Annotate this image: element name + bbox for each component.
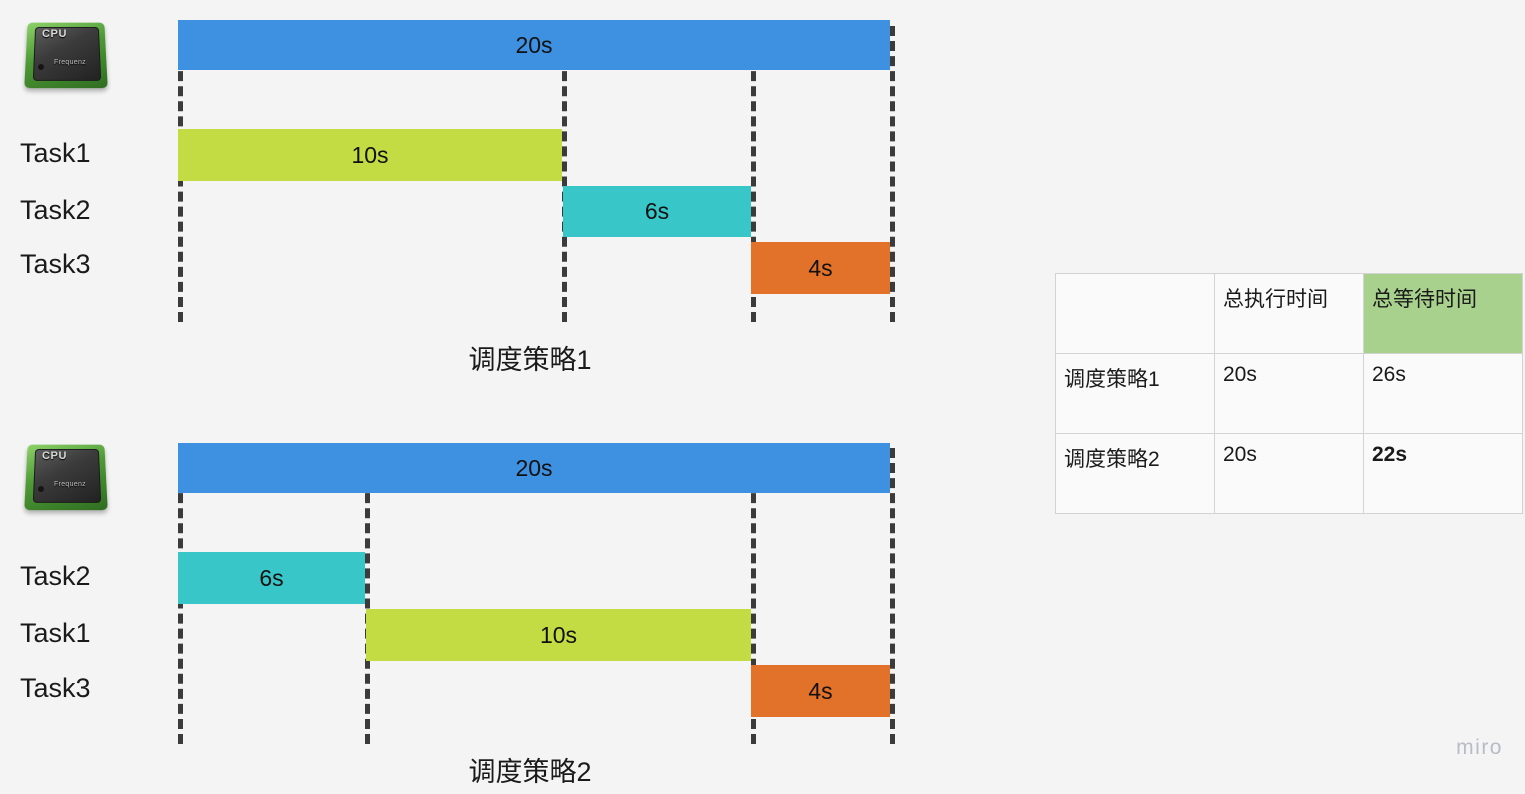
task-bar-task1: 10s bbox=[178, 129, 562, 181]
cpu-bar-label: 20s bbox=[515, 454, 553, 481]
row-label-task1: Task1 bbox=[20, 618, 91, 648]
diagram-caption-policy-1: 调度策略1 bbox=[468, 345, 592, 375]
task-bar-label-task1: 10s bbox=[351, 141, 389, 168]
task-bar-task2: 6s bbox=[178, 552, 365, 604]
table-header-cell-blank bbox=[1055, 273, 1215, 354]
table-cell-policy-name: 调度策略2 bbox=[1055, 433, 1215, 514]
row-label-task3: Task3 bbox=[20, 249, 91, 279]
table-cell-total-execution-time: 20s bbox=[1214, 433, 1364, 514]
task-bar-label-task1: 10s bbox=[539, 621, 578, 648]
task-bar-label-task3: 4s bbox=[808, 677, 833, 704]
table-cell-total-waiting-time: 22s bbox=[1363, 433, 1523, 514]
task-bar-label-task2: 6s bbox=[644, 198, 670, 224]
cpu-chip-notch bbox=[38, 64, 44, 70]
gridline-t20 bbox=[890, 26, 895, 322]
task-bar-label-task2: 6s bbox=[259, 564, 284, 591]
table-row: 调度策略1 20s 26s bbox=[1055, 353, 1523, 434]
table-row: 调度策略2 20s 22s bbox=[1055, 433, 1523, 514]
cpu-chip-label-top: CPU bbox=[42, 450, 68, 462]
table-header-cell-total-execution-time: 总执行时间 bbox=[1214, 273, 1364, 354]
table-cell-policy-name: 调度策略1 bbox=[1055, 353, 1215, 434]
table-cell-total-waiting-time: 26s bbox=[1363, 353, 1523, 434]
gridline-t20 bbox=[890, 448, 895, 744]
cpu-utilization-bar: 20s bbox=[178, 443, 890, 493]
comparison-table: 总执行时间 总等待时间 调度策略1 20s 26s 调度策略2 20s 22s bbox=[1055, 273, 1523, 514]
cpu-chip-label-bottom: Frequenz bbox=[54, 481, 86, 488]
cpu-bar-label: 20s bbox=[515, 31, 553, 58]
gridline-t6 bbox=[365, 448, 370, 744]
task-bar-task3: 4s bbox=[751, 242, 890, 294]
gantt-diagram-policy-2: CPU Frequenz 20s Task2 6s Task1 10s Task… bbox=[0, 424, 960, 794]
cpu-chip-label-top: CPU bbox=[42, 28, 68, 40]
gridline-t16 bbox=[751, 448, 756, 744]
cpu-utilization-bar: 20s bbox=[178, 20, 890, 70]
task-bar-task1: 10s bbox=[366, 609, 751, 661]
cpu-chip-label-bottom: Frequenz bbox=[54, 59, 86, 66]
task-bar-label-task3: 4s bbox=[808, 254, 833, 281]
table-header-row: 总执行时间 总等待时间 bbox=[1055, 273, 1523, 354]
gridline-t16 bbox=[751, 26, 756, 322]
row-label-task2: Task2 bbox=[20, 195, 91, 225]
task-bar-task2: 6s bbox=[563, 186, 751, 237]
row-label-task1: Task1 bbox=[20, 138, 91, 168]
diagram-caption-policy-2: 调度策略2 bbox=[468, 757, 592, 787]
miro-watermark: miro bbox=[1456, 736, 1503, 759]
cpu-chip-notch bbox=[38, 486, 44, 492]
row-label-task3: Task3 bbox=[20, 673, 91, 703]
cpu-chip-icon: CPU Frequenz bbox=[20, 428, 112, 520]
table-header-cell-total-waiting-time: 总等待时间 bbox=[1363, 273, 1523, 354]
gantt-diagram-policy-1: CPU Frequenz 20s Task1 10s Task2 6s Task… bbox=[0, 0, 960, 390]
task-bar-task3: 4s bbox=[751, 665, 890, 717]
table-cell-total-execution-time: 20s bbox=[1214, 353, 1364, 434]
cpu-chip-icon: CPU Frequenz bbox=[20, 6, 112, 98]
row-label-task2: Task2 bbox=[20, 561, 91, 591]
gridline-t10 bbox=[562, 26, 567, 322]
